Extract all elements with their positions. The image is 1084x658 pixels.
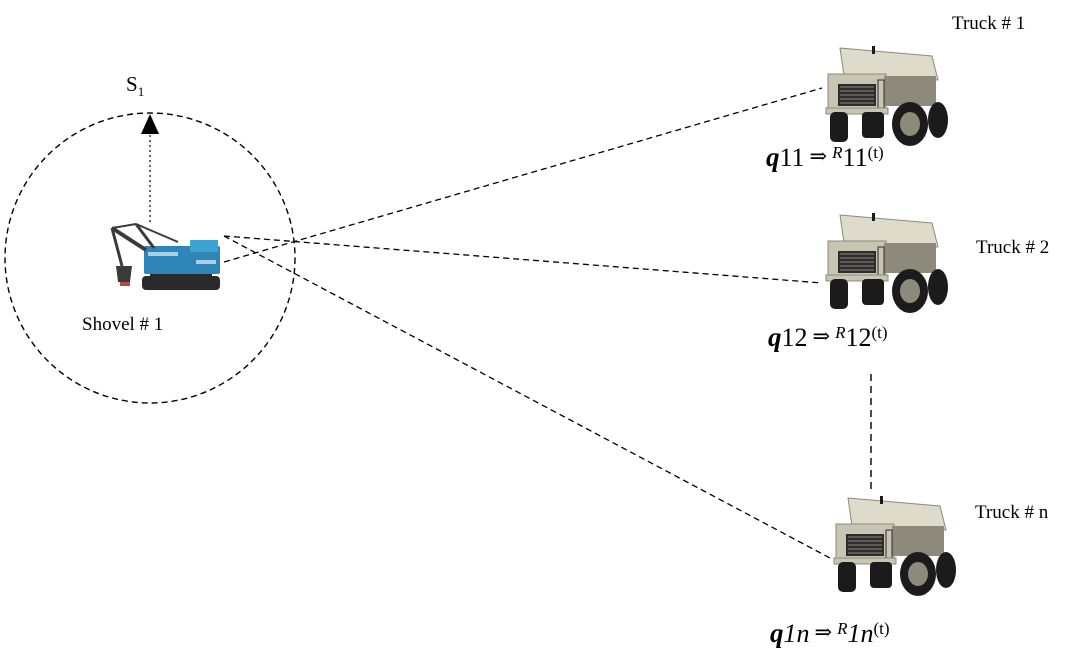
truck-1-formula: q11⇒R11(t)	[766, 142, 884, 172]
shovel-icon	[110, 223, 220, 290]
station-label: S1	[126, 72, 145, 100]
truck-1-icon	[825, 46, 948, 146]
truck-2-icon	[825, 213, 948, 313]
link-shovel-truck-2	[223, 235, 823, 284]
truck-n-icon	[833, 496, 956, 596]
truck-n-label: Truck # n	[975, 502, 1049, 523]
shovel-label: Shovel # 1	[82, 314, 164, 335]
link-shovel-truck-1	[223, 87, 823, 263]
truck-n-formula: q1n⇒R1n(t)	[770, 618, 890, 648]
truck-2-formula: q12⇒R12(t)	[768, 322, 888, 352]
truck-1-label: Truck # 1	[952, 13, 1026, 34]
station-arrow-head	[141, 114, 159, 134]
shovel-zone-circle	[4, 112, 296, 404]
truck-2-label: Truck # 2	[976, 237, 1050, 258]
link-shovel-truck-n	[223, 235, 831, 559]
